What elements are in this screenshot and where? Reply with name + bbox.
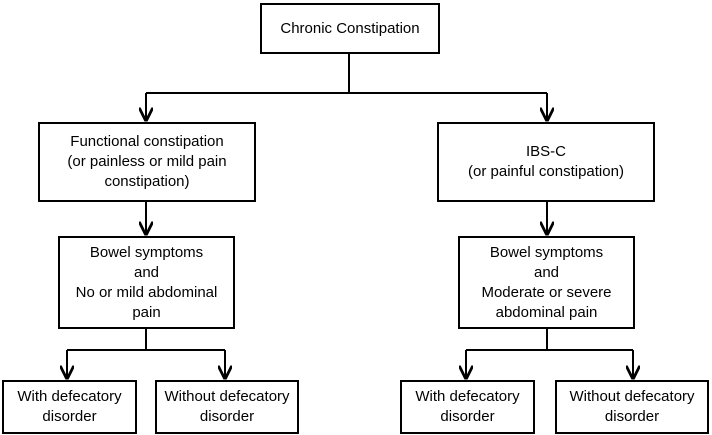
node-right-symptoms-line-3: Moderate or severe <box>481 283 612 301</box>
node-left-symptoms: Bowel symptoms and No or mild abdominal … <box>58 236 235 329</box>
node-right-without-defecatory: Without defecatory disorder <box>555 380 709 434</box>
node-left-with-line-2: disorder <box>42 408 97 425</box>
node-chronic-constipation: Chronic Constipation <box>260 3 440 54</box>
node-left-with-line-1: With defecatory <box>17 388 122 405</box>
node-left-without-line-2: disorder <box>199 408 255 425</box>
node-left-symptoms-line-3: No or mild abdominal <box>75 283 218 301</box>
node-right-with-line-2: disorder <box>440 408 495 425</box>
node-right-without-line-1: Without defecatory <box>569 388 695 405</box>
node-right-symptoms-line-2: and <box>533 263 560 281</box>
node-right-symptoms-line-4: abdominal pain <box>495 303 598 321</box>
node-functional-line-1: Functional constipation <box>70 133 224 150</box>
node-functional-constipation: Functional constipation (or painless or … <box>38 122 256 202</box>
node-left-symptoms-line-1: Bowel symptoms <box>89 243 204 261</box>
node-ibs-c: IBS-C (or painful constipation) <box>437 122 655 202</box>
node-ibsc-line-2: (or painful constipation) <box>468 163 624 180</box>
node-left-with-defecatory: With defecatory disorder <box>2 380 137 434</box>
node-ibsc-line-1: IBS-C <box>525 143 566 160</box>
node-left-symptoms-line-4: pain <box>132 303 161 321</box>
node-chronic-constipation-label: Chronic Constipation <box>280 19 420 37</box>
node-right-with-defecatory: With defecatory disorder <box>400 380 535 434</box>
node-left-without-defecatory: Without defecatory disorder <box>155 380 299 434</box>
node-left-without-line-1: Without defecatory <box>164 388 290 405</box>
node-functional-line-2: (or painless or mild pain <box>67 153 227 170</box>
node-right-with-line-1: With defecatory <box>415 388 520 405</box>
node-right-without-line-2: disorder <box>604 408 660 425</box>
node-right-symptoms: Bowel symptoms and Moderate or severe ab… <box>458 236 635 329</box>
node-functional-line-3: constipation) <box>104 173 190 190</box>
node-right-symptoms-line-1: Bowel symptoms <box>489 243 604 261</box>
node-left-symptoms-line-2: and <box>133 263 160 281</box>
